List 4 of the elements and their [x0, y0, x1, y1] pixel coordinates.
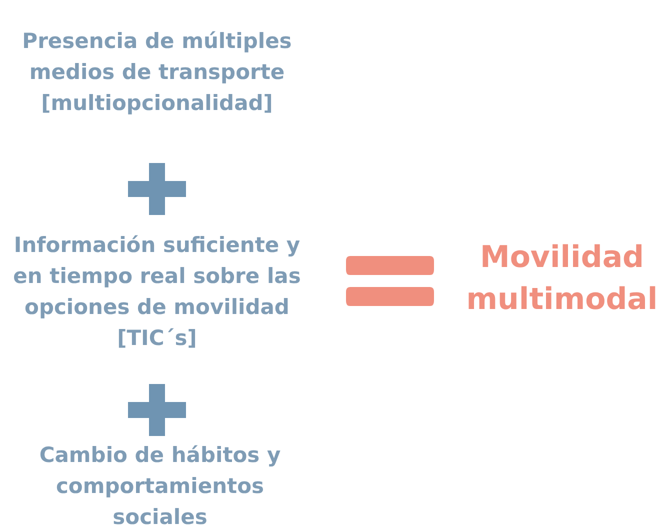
text-label: Cambio de hábitos y comportamientos sociales [38, 442, 282, 529]
text-label: Información suficiente y en tiempo real sobre las opciones de movilidad [TIC´s] [12, 232, 302, 352]
text-label: Presencia de múltiples medios de transporte [multiopcionalidad] [21, 28, 293, 116]
text-label: Movilidad multimodal [465, 239, 659, 319]
